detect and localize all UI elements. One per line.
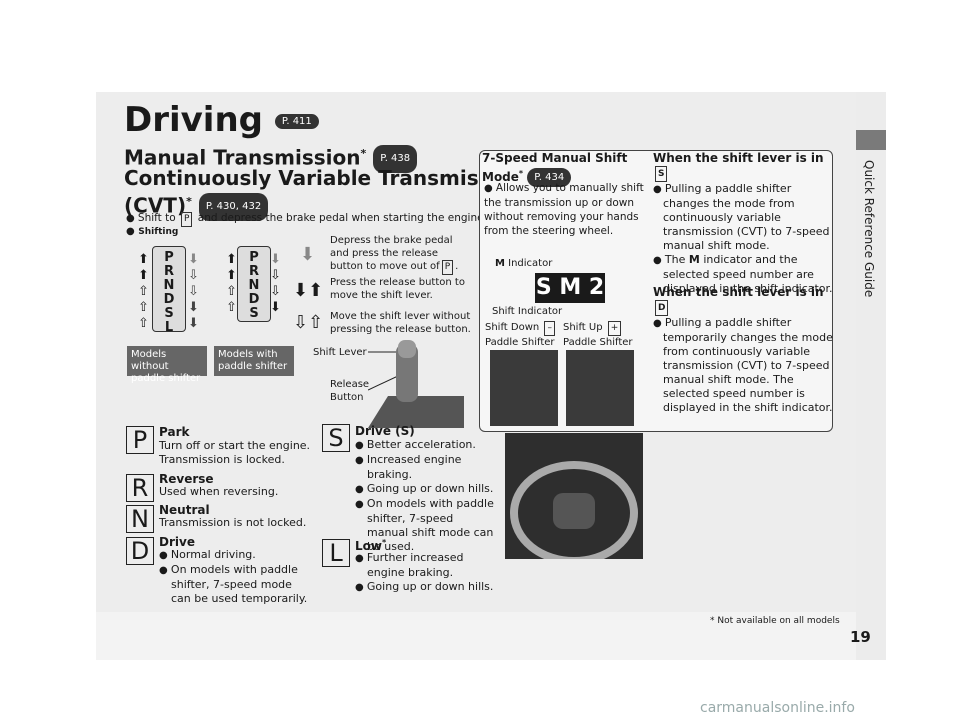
legend-release: Press the release button to move the shi… [330, 277, 465, 301]
legend-brake: Depress the brake pedal and press the re… [330, 234, 470, 275]
arrows-left-up-icon: ⬆⬆⇧⇧⇧ [138, 252, 149, 331]
when-s-section: When the shift lever is in S Pulling a p… [653, 151, 833, 296]
sidebar-tab[interactable] [856, 130, 886, 150]
legend-move: Move the shift lever without pressing th… [330, 311, 471, 335]
gear-letter-r: R [126, 474, 154, 502]
shift-indicator-display: S M 2 [535, 273, 605, 303]
seven-speed-ref-badge[interactable]: P. 434 [527, 168, 572, 187]
page-ref-badge[interactable]: P. 411 [274, 114, 319, 129]
drive-s-text: Better acceleration. Increased engine br… [355, 438, 495, 554]
shift-down-paddle-photo [490, 350, 558, 426]
models-without-label: Models without paddle shifter [127, 346, 207, 384]
low-text: Further increased engine braking. Going … [355, 551, 500, 595]
arrows-right-down-icon: ⬇⇩⇩⬇ [270, 252, 281, 315]
shifting-bullet: Shifting [126, 225, 178, 239]
gear-letter-p: P [126, 426, 154, 454]
page-number: 19 [850, 628, 871, 646]
drive-title: Drive [159, 535, 195, 549]
cvt-heading-line1: Continuously Variable Transmission [124, 166, 526, 190]
shift-indicator-label: Shift Indicator [492, 306, 563, 317]
shift-up-paddle-photo [566, 350, 634, 426]
park-title: Park [159, 425, 190, 439]
manual-ref-badge[interactable]: P. 438 [373, 145, 418, 174]
brake-arrow-icon: ⬇ [300, 244, 316, 265]
page-title: Driving P. 411 [124, 100, 319, 140]
gear-letter-s: S [322, 424, 350, 452]
footnote: * Not available on all models [710, 616, 840, 626]
cvt-heading-line2: (CVT)* P. 430, 432 [124, 190, 269, 222]
gear-letter-n: N [126, 505, 154, 533]
shift-down-label: Shift Down –Paddle Shifter [485, 321, 555, 348]
shift-lever-label: Shift Lever [313, 347, 367, 358]
seven-speed-title: 7-Speed Manual Shift Mode* P. 434 [482, 151, 627, 187]
park-text: Turn off or start the engine.Transmissio… [159, 439, 311, 466]
arrows-left-down-icon: ⬇⇩⇩⬇⬇ [188, 252, 199, 331]
neutral-title: Neutral [159, 503, 210, 517]
watermark: carmanualsonline.info [700, 700, 855, 716]
footer-bar [96, 612, 856, 660]
manual-heading: Manual Transmission* P. 438 [124, 142, 418, 174]
shift-up-label: Shift Up +Paddle Shifter [563, 321, 633, 348]
m-indicator-label: M Indicator [495, 258, 553, 269]
steering-wheel-icon [510, 461, 638, 565]
gear-letter-d: D [126, 537, 154, 565]
shift-lever-illustration [368, 340, 464, 428]
shift-bullet: Shift to P and depress the brake pedal w… [126, 212, 487, 227]
drive-text: Normal driving. On models with paddle sh… [159, 548, 309, 606]
gear-letter-l: L [322, 539, 350, 567]
seven-speed-text: Allows you to manually shift the transmi… [484, 181, 649, 238]
drive-s-title: Drive (S) [355, 424, 415, 438]
arrows-right-up-icon: ⬆⬆⇧⇧ [226, 252, 237, 315]
reverse-title: Reverse [159, 472, 214, 486]
sidebar [856, 92, 886, 660]
release-button-label: Release Button [330, 379, 370, 403]
when-d-section: When the shift lever is in D Pulling a p… [653, 285, 833, 415]
neutral-text: Transmission is not locked. [159, 516, 307, 529]
models-with-label: Models with paddle shifter [214, 346, 294, 376]
reverse-text: Used when reversing. [159, 485, 279, 498]
steering-wheel-photo [505, 433, 643, 565]
sidebar-label: Quick Reference Guide [862, 160, 876, 298]
cvt-ref-badge[interactable]: P. 430, 432 [198, 193, 269, 222]
release-arrow-icon: ⬇⬆ [293, 280, 324, 301]
move-arrow-icon: ⇩⇧ [293, 312, 324, 333]
low-title: Low* [355, 538, 387, 553]
